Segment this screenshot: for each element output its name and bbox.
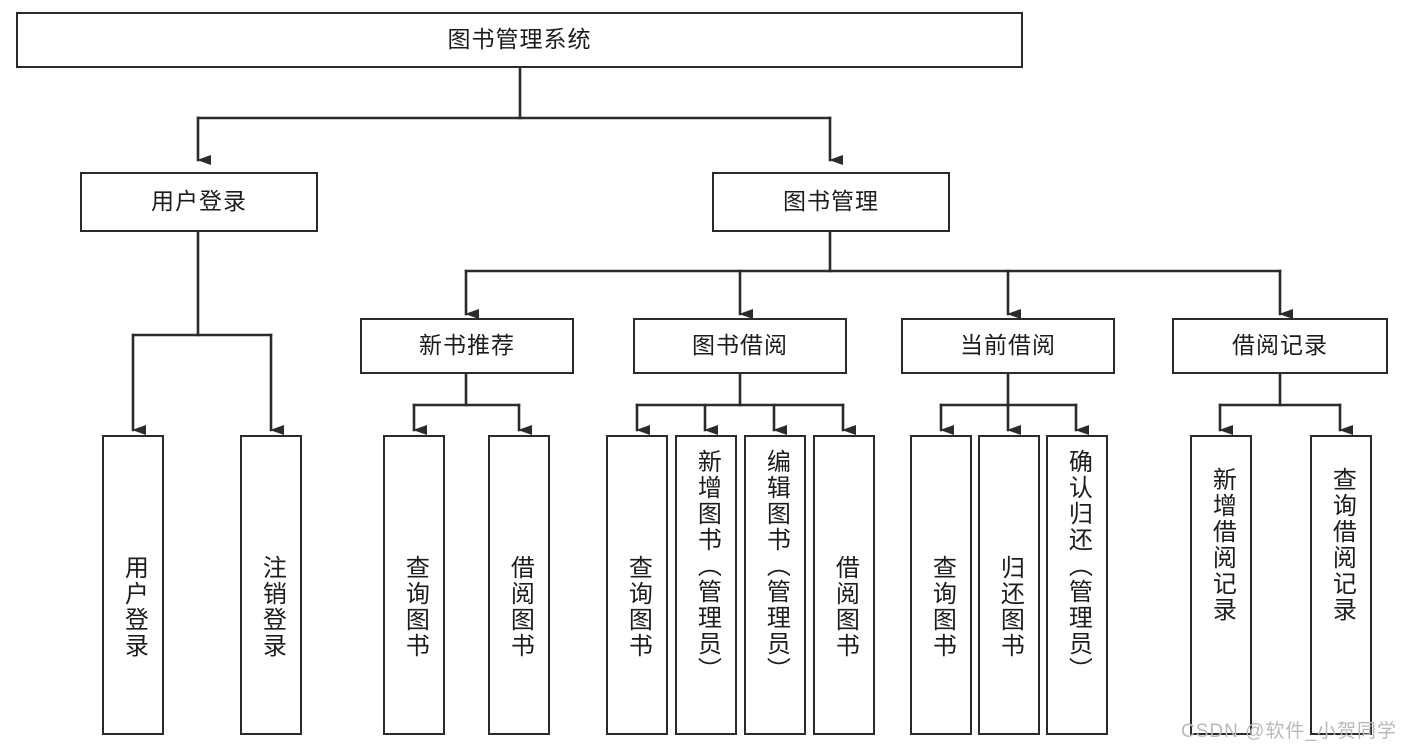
node-label: 借阅图书 [506, 555, 534, 659]
node-label: 用户登录 [120, 555, 148, 659]
node-label: 图书管理 [783, 188, 879, 215]
node-label: 借阅记录 [1232, 332, 1328, 359]
node-label: 新书推荐 [419, 332, 515, 359]
leaf-add-record[interactable]: 新增借阅记录 [1190, 435, 1252, 735]
node-new-book-recommend[interactable]: 新书推荐 [360, 318, 574, 374]
leaf-query-book-1[interactable]: 查询图书 [383, 435, 445, 735]
node-label: 归还图书 [996, 555, 1024, 659]
node-current-borrow[interactable]: 当前借阅 [901, 318, 1115, 374]
node-label: 用户登录 [151, 188, 247, 215]
node-label: 新增借阅记录 [1208, 467, 1236, 623]
node-label: 查询图书 [928, 555, 956, 659]
node-label: 查询图书 [401, 555, 429, 659]
leaf-return-book[interactable]: 归还图书 [978, 435, 1040, 735]
leaf-add-book[interactable]: 新增图书（管理员） [675, 435, 737, 735]
leaf-edit-book[interactable]: 编辑图书（管理员） [744, 435, 806, 735]
node-label: 确认归还（管理员） [1064, 449, 1092, 683]
node-book-management[interactable]: 图书管理 [712, 172, 950, 232]
node-label: 新增图书（管理员） [693, 449, 721, 683]
node-label: 借阅图书 [831, 555, 859, 659]
node-label: 图书借阅 [692, 332, 788, 359]
leaf-query-record[interactable]: 查询借阅记录 [1310, 435, 1372, 735]
node-label: 图书管理系统 [447, 26, 592, 53]
node-borrow-record[interactable]: 借阅记录 [1172, 318, 1388, 374]
leaf-confirm-return[interactable]: 确认归还（管理员） [1046, 435, 1108, 735]
watermark: CSDN @软件_小贺同学 [1181, 721, 1397, 742]
node-label: 当前借阅 [960, 332, 1056, 359]
leaf-query-book-3[interactable]: 查询图书 [910, 435, 972, 735]
node-user-login[interactable]: 用户登录 [80, 172, 318, 232]
leaf-user-logout[interactable]: 注销登录 [240, 435, 302, 735]
node-label: 注销登录 [258, 555, 286, 659]
node-label: 查询借阅记录 [1328, 467, 1356, 623]
leaf-query-book-2[interactable]: 查询图书 [606, 435, 668, 735]
leaf-borrow-book-1[interactable]: 借阅图书 [488, 435, 550, 735]
leaf-user-login[interactable]: 用户登录 [102, 435, 164, 735]
node-root-book-management-system[interactable]: 图书管理系统 [16, 12, 1023, 68]
node-label: 编辑图书（管理员） [762, 449, 790, 683]
node-book-borrow[interactable]: 图书借阅 [633, 318, 847, 374]
node-label: 查询图书 [624, 555, 652, 659]
leaf-borrow-book-2[interactable]: 借阅图书 [813, 435, 875, 735]
